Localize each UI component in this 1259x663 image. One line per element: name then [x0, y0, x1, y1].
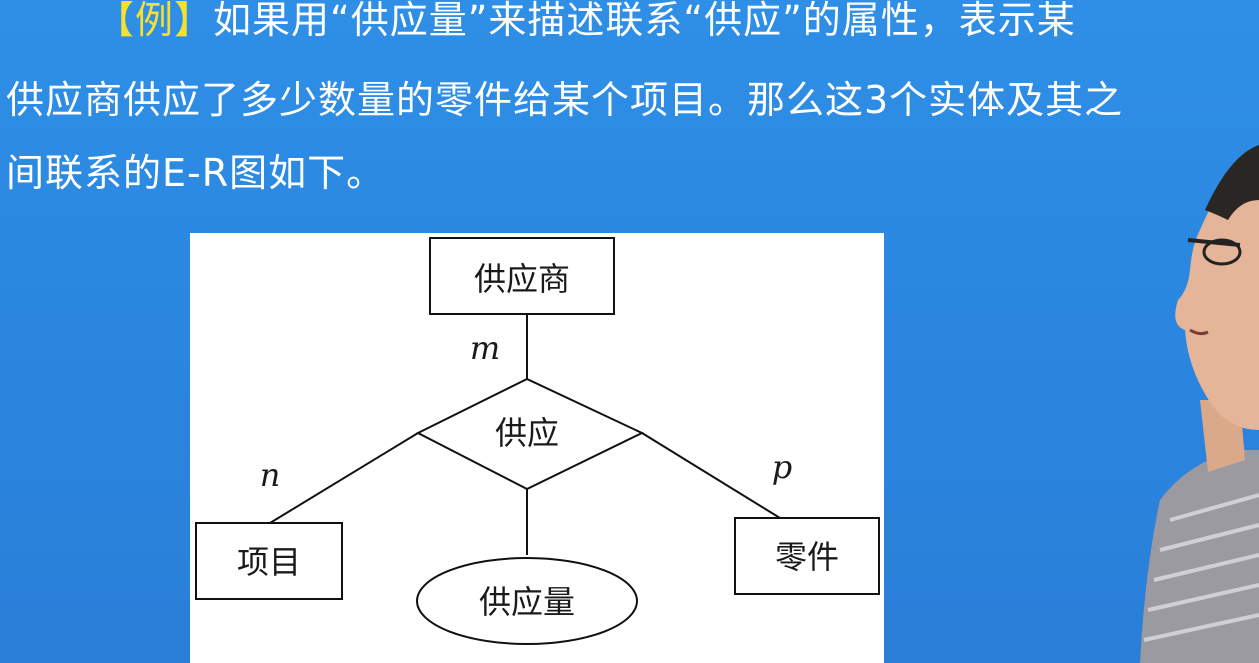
presenter-face	[1175, 160, 1259, 430]
attribute-label: 供应量	[479, 583, 575, 621]
attribute-ellipse	[416, 557, 638, 645]
presenter-hair	[1205, 145, 1259, 220]
relationship-label: 供应	[495, 414, 559, 452]
entity-supplier-box	[429, 237, 615, 315]
example-tag: 【例】	[96, 0, 214, 42]
project-link	[269, 432, 419, 524]
entity-project-box	[195, 522, 343, 600]
cardinality-m: m	[470, 329, 500, 367]
part-link	[641, 432, 781, 519]
presenter-mouth	[1189, 328, 1209, 336]
slide-line-2: 供应商供应了多少数量的零件给某个项目。那么这3个实体及其之	[6, 78, 1124, 122]
er-diagram-panel: 供应商 供应 项目 零件 供应量 m n p	[190, 233, 884, 663]
entity-project-label: 项目	[237, 543, 301, 581]
relationship-diamond	[415, 377, 645, 491]
entity-part-box	[734, 517, 880, 595]
entity-supplier-label: 供应商	[474, 260, 570, 298]
presenter-shirt	[1140, 450, 1259, 663]
entity-part-label: 零件	[775, 538, 839, 576]
slide-line-1: 【例】如果用“供应量”来描述联系“供应”的属性，表示某	[6, 0, 1076, 52]
cardinality-p: p	[772, 448, 792, 486]
cardinality-n: n	[260, 456, 281, 494]
slide-line-1-text: 如果用“供应量”来描述联系“供应”的属性，表示某	[213, 0, 1076, 42]
shirt-stripes	[1143, 493, 1259, 642]
presenter-figure	[1140, 145, 1259, 663]
er-diagram: 供应商 供应 项目 零件 供应量 m n p	[195, 237, 880, 645]
slide-line-3: 间联系的E-R图如下。	[6, 151, 386, 195]
